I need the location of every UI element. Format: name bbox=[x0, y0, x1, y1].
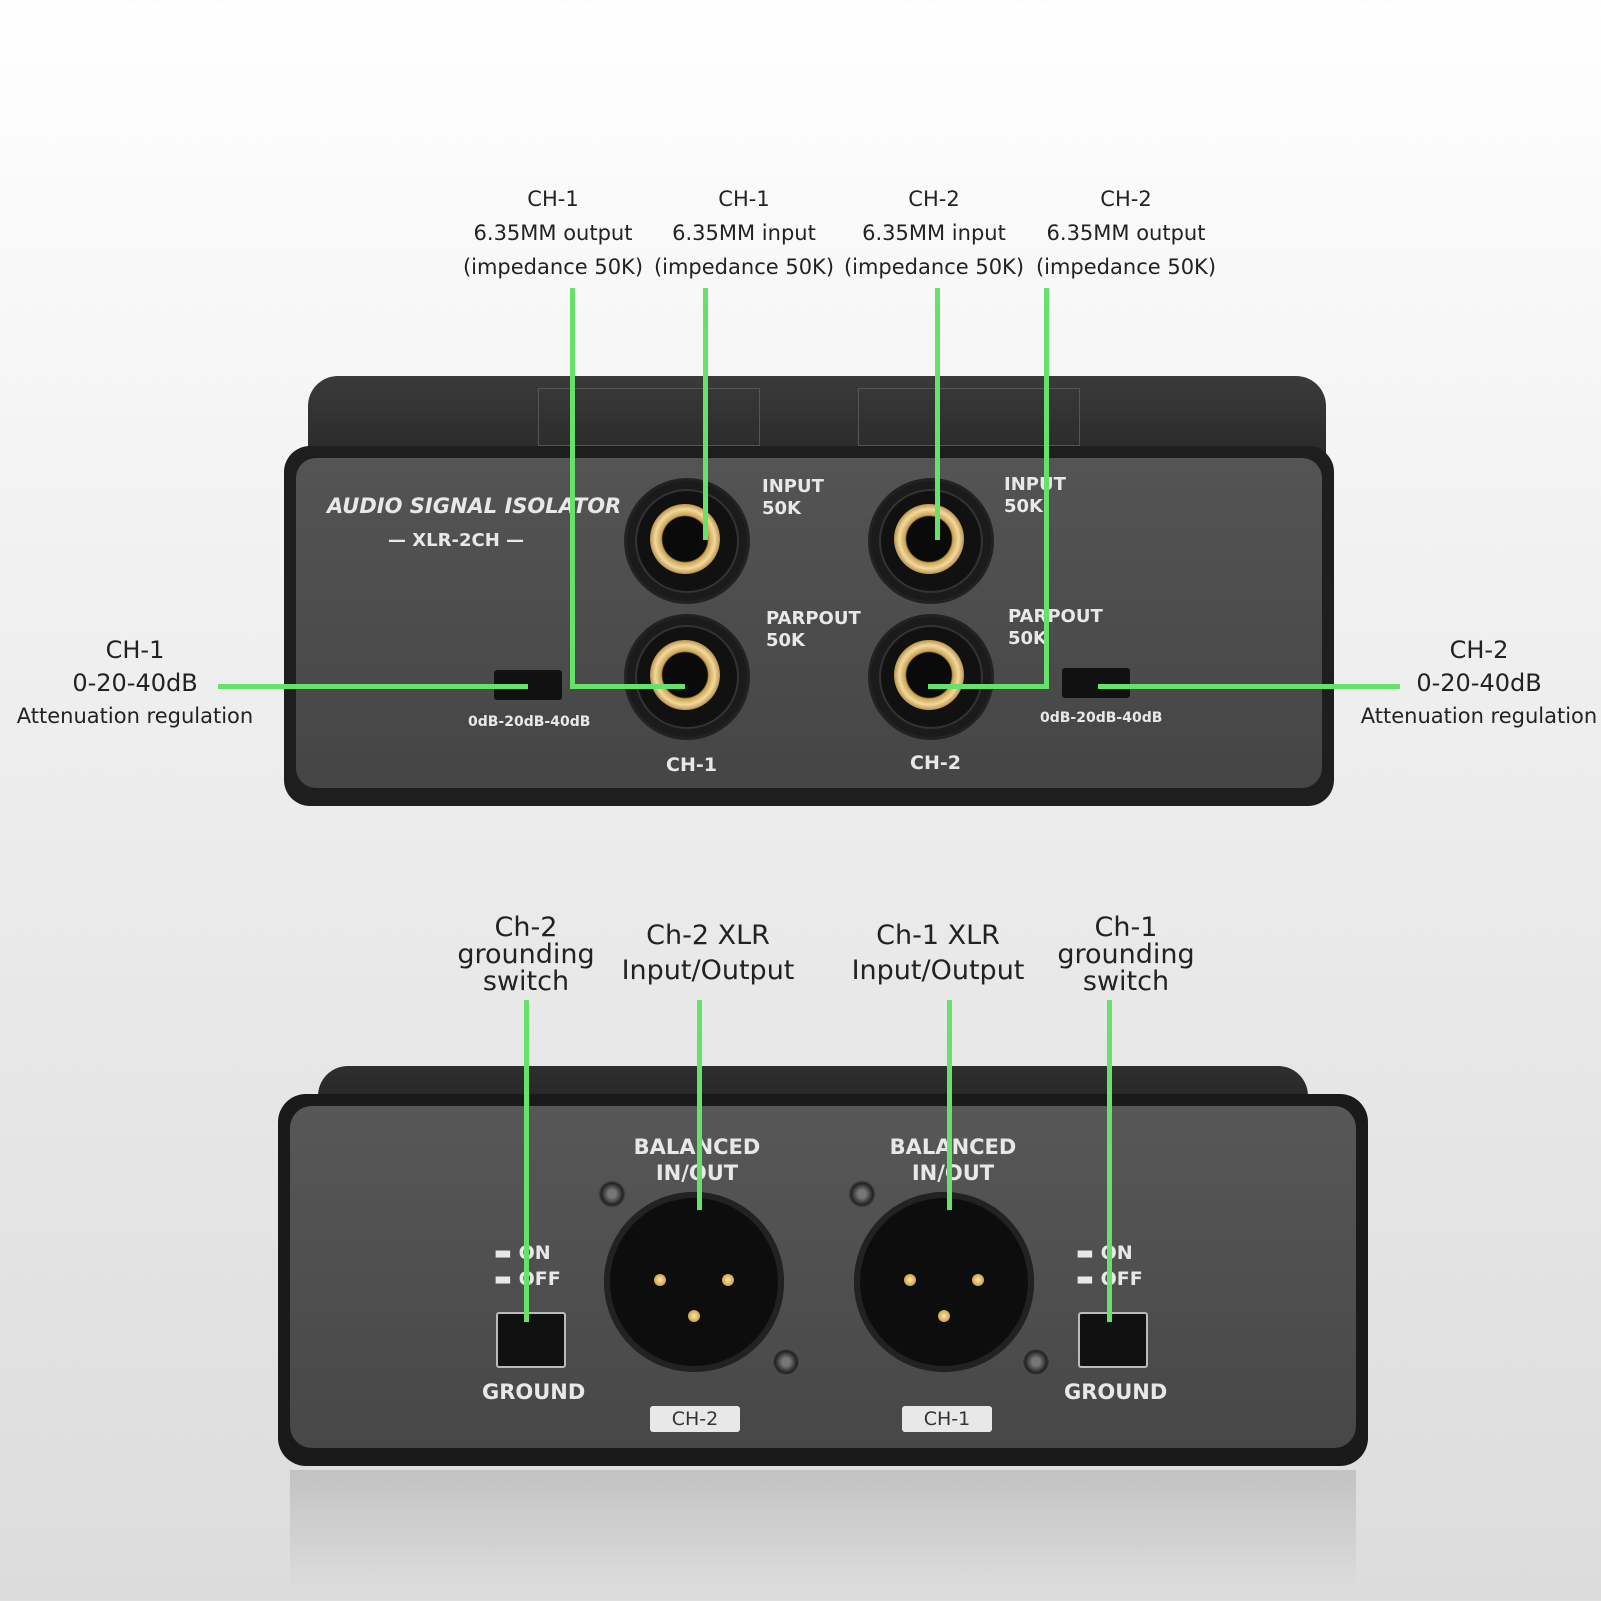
brand-label: AUDIO SIGNAL ISOLATOR bbox=[327, 494, 622, 518]
line-ch2-xlr bbox=[697, 1000, 702, 1210]
line-ch1-output-h bbox=[570, 684, 685, 689]
callout-ch1-input: CH-1 6.35MM input (impedance 50K) bbox=[653, 187, 835, 279]
line-ch1-xlr bbox=[947, 1000, 952, 1210]
callout-ch2-xlr: Ch-2 XLR Input/Output bbox=[621, 920, 795, 986]
ch2-ground-label: GROUND bbox=[482, 1380, 586, 1404]
ch2-xlr-pin-2 bbox=[722, 1274, 734, 1286]
line-ch1-output-v bbox=[570, 288, 575, 688]
ch1-screw-bottom bbox=[1022, 1348, 1050, 1376]
line-ch1-grounding bbox=[1107, 1000, 1112, 1322]
ch1-xlr-pin-2 bbox=[972, 1274, 984, 1286]
front-panel bbox=[296, 458, 1322, 788]
line-ch1-attenuation bbox=[218, 684, 528, 689]
line-ch2-attenuation bbox=[1098, 684, 1400, 689]
callout-ch1-grounding: Ch-1 grounding switch bbox=[1057, 912, 1195, 997]
rear-ch1-tag: CH-1 bbox=[902, 1406, 992, 1432]
line-ch2-input bbox=[935, 288, 940, 540]
ch1-xlr-pin-3 bbox=[938, 1310, 950, 1322]
ch2-screw-bottom bbox=[772, 1348, 800, 1376]
callout-ch1-xlr: Ch-1 XLR Input/Output bbox=[851, 920, 1025, 986]
top-print-right bbox=[858, 388, 1080, 446]
ch1-screw-top bbox=[848, 1180, 876, 1208]
ch2-xlr-connector[interactable] bbox=[604, 1192, 784, 1372]
ch1-xlr-connector[interactable] bbox=[854, 1192, 1034, 1372]
ch2-xlr-pin-3 bbox=[688, 1310, 700, 1322]
ch2-input-socket bbox=[894, 504, 964, 574]
ch2-output-socket bbox=[894, 640, 964, 710]
ch1-ground-switch[interactable] bbox=[1078, 1312, 1148, 1368]
callout-ch1-attenuation: CH-1 0-20-40dB Attenuation regulation bbox=[16, 636, 254, 728]
ch1-xlr-pin-1 bbox=[904, 1274, 916, 1286]
ch2-screw-top bbox=[598, 1180, 626, 1208]
ch2-ground-switch[interactable] bbox=[496, 1312, 566, 1368]
ch2-xlr-pin-1 bbox=[654, 1274, 666, 1286]
line-ch1-input bbox=[703, 288, 708, 540]
line-ch2-output-h bbox=[928, 684, 1049, 689]
rear-reflection bbox=[290, 1470, 1356, 1590]
rear-panel bbox=[290, 1106, 1356, 1448]
model-label: — XLR-2CH — bbox=[388, 530, 525, 551]
rear-ch2-tag: CH-2 bbox=[650, 1406, 740, 1432]
callout-ch2-output: CH-2 6.35MM output (impedance 50K) bbox=[1035, 187, 1217, 279]
ch1-output-socket bbox=[650, 640, 720, 710]
ch1-ground-label: GROUND bbox=[1064, 1380, 1168, 1404]
ch2-attenuation-switch[interactable] bbox=[1062, 668, 1130, 698]
front-ch2-label: CH-2 bbox=[910, 752, 961, 774]
line-ch2-output-v bbox=[1044, 288, 1049, 688]
callout-ch2-grounding: Ch-2 grounding switch bbox=[457, 912, 595, 997]
ch1-atten-scale: 0dB-20dB-40dB bbox=[468, 714, 591, 730]
line-ch2-grounding bbox=[524, 1000, 529, 1322]
ch2-atten-scale: 0dB-20dB-40dB bbox=[1040, 710, 1163, 726]
callout-ch2-attenuation: CH-2 0-20-40dB Attenuation regulation bbox=[1360, 636, 1598, 728]
top-print-left bbox=[538, 388, 760, 446]
callout-ch2-input: CH-2 6.35MM input (impedance 50K) bbox=[843, 187, 1025, 279]
callout-ch1-output: CH-1 6.35MM output (impedance 50K) bbox=[462, 187, 644, 279]
front-ch1-label: CH-1 bbox=[666, 754, 717, 776]
ch1-input-socket bbox=[650, 504, 720, 574]
